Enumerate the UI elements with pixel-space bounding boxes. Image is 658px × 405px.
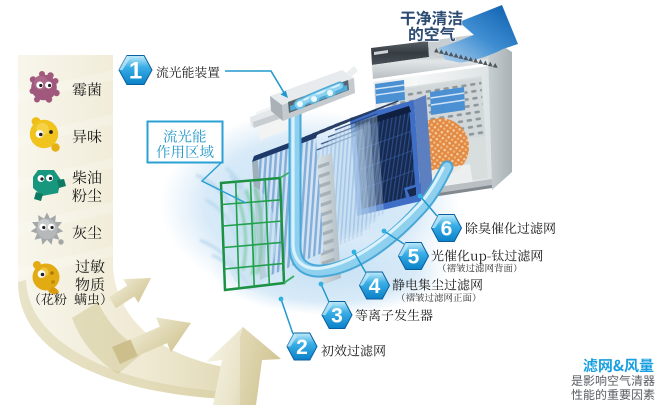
svg-text:4: 4	[369, 275, 381, 298]
svg-text:3: 3	[331, 305, 343, 328]
svg-text:6: 6	[441, 218, 453, 241]
svg-text:2: 2	[296, 336, 308, 359]
svg-text:1: 1	[129, 58, 142, 85]
svg-text:5: 5	[408, 246, 420, 269]
